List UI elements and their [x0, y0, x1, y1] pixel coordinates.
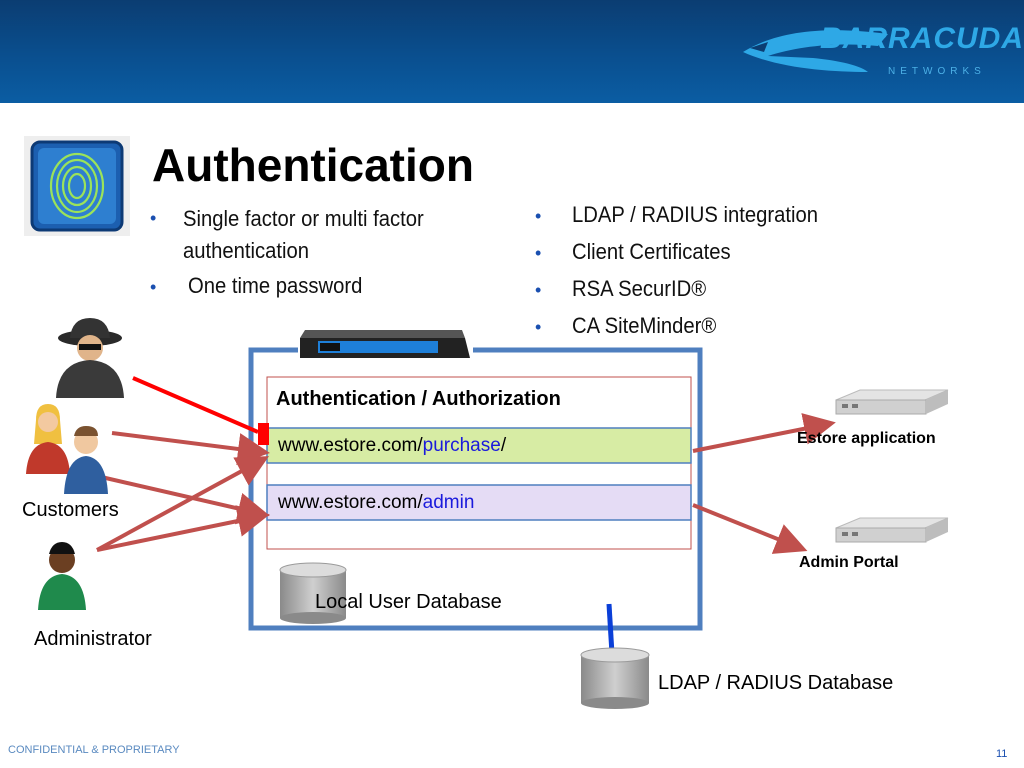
bullet-left-1: Single factor or multi factor authentica…: [183, 203, 424, 267]
bullet-right-4: CA SiteMinder®: [572, 313, 717, 338]
admin-url-path: admin: [422, 492, 475, 513]
logo-wordmark: BARRACUDA: [820, 22, 1024, 55]
bullet-dot: •: [150, 277, 157, 297]
local-db-label: Local User Database: [315, 591, 502, 613]
bullet-dot: •: [535, 317, 542, 337]
barracuda-appliance-icon: [300, 330, 470, 358]
bullet-right-2: Client Certificates: [572, 239, 731, 264]
auth-panel-title: Authentication / Authorization: [276, 388, 561, 410]
admin-url-box: [266, 484, 692, 521]
admin-arrow-admin: [96, 505, 270, 552]
estore-app-label: Estore application: [797, 430, 936, 447]
barracuda-logo-icon: [743, 30, 888, 72]
admin-portal-label: Admin Portal: [799, 554, 899, 571]
admin-portal-server-icon: [835, 517, 949, 543]
customer-arrow-admin: [96, 474, 270, 525]
local-database-icon: [279, 562, 347, 624]
admin-url[interactable]: www.estore.com/admin: [278, 492, 474, 514]
customers-avatar-icon: [26, 404, 108, 494]
bullet-left-1-line1: Single factor or multi factor: [183, 206, 424, 231]
purchase-url-path: purchase: [422, 435, 501, 456]
confidential-footer: CONFIDENTIAL & PROPRIETARY: [8, 744, 180, 756]
attacker-arrow: [132, 376, 259, 434]
header-banner: [0, 0, 1024, 103]
administrator-label: Administrator: [34, 628, 152, 650]
customer-arrow-purchase: [111, 431, 270, 465]
ldap-db-label: LDAP / RADIUS Database: [658, 672, 894, 694]
purchase-url-suffix: /: [500, 435, 507, 456]
attacker-avatar-icon: [56, 318, 124, 398]
bullet-dot: •: [535, 280, 542, 300]
bullet-left-2: One time password: [188, 273, 363, 298]
purchase-url-box: [266, 427, 692, 464]
page-title: Authentication: [152, 139, 474, 191]
logo-subtitle: NETWORKS: [888, 66, 986, 77]
estore-server-icon: [835, 389, 949, 415]
estore-arrow: [692, 413, 836, 453]
purchase-url-prefix: www.estore.com/: [278, 435, 423, 456]
purchase-url[interactable]: www.estore.com/purchase/: [278, 435, 506, 457]
administrator-avatar-icon: [38, 542, 86, 610]
attack-block-icon: [258, 423, 269, 445]
bullet-dot: •: [535, 243, 542, 263]
ldap-database-icon: [580, 647, 650, 709]
bullet-dot: •: [535, 206, 542, 226]
customers-label: Customers: [22, 499, 119, 521]
admin-arrow-purchase: [96, 456, 270, 552]
admin-url-prefix: www.estore.com/: [278, 492, 423, 513]
fingerprint-icon: [24, 136, 130, 236]
bullet-left-1-line2: authentication: [183, 238, 310, 263]
bullet-dot: •: [150, 208, 157, 228]
page-number: 11: [996, 748, 1008, 760]
appliance-frame: [248, 347, 703, 631]
admin-portal-arrow: [692, 503, 808, 554]
bullet-right-1: LDAP / RADIUS integration: [572, 202, 818, 227]
ldap-connector: [606, 603, 615, 655]
bullet-right-3: RSA SecurID®: [572, 276, 707, 301]
